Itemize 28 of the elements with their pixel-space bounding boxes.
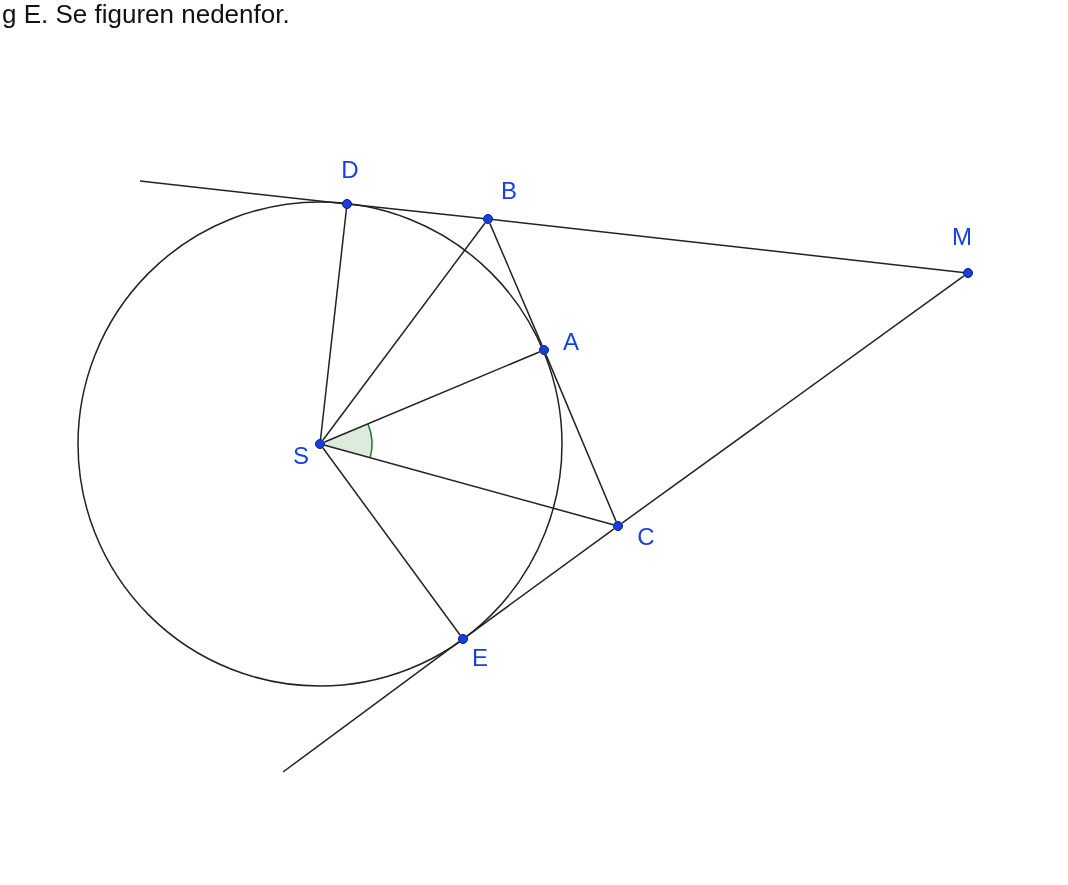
line-segment xyxy=(351,203,484,220)
line-segment xyxy=(322,447,461,636)
line-segment xyxy=(139,180,343,205)
point xyxy=(342,199,352,209)
line-segment xyxy=(319,208,348,440)
point-label: B xyxy=(501,179,517,203)
point xyxy=(963,268,973,278)
line-segment xyxy=(282,641,460,773)
line-segment xyxy=(466,528,615,637)
text-line: g E. Se figuren nedenfor. xyxy=(2,0,290,29)
point-label: E xyxy=(472,646,488,670)
line-segment xyxy=(324,444,614,526)
point-label: S xyxy=(293,444,309,468)
point-label: D xyxy=(341,158,359,182)
point xyxy=(458,634,468,644)
line-segment xyxy=(322,222,486,441)
line-segment xyxy=(621,275,965,524)
line-segment xyxy=(545,353,617,523)
line-segment xyxy=(323,351,541,443)
point-label: A xyxy=(563,330,579,354)
point-label: C xyxy=(637,525,655,549)
point xyxy=(483,214,493,224)
point xyxy=(315,439,325,449)
line-segment xyxy=(489,222,543,347)
line-segment xyxy=(492,218,964,274)
point xyxy=(613,521,623,531)
point-label: M xyxy=(952,225,972,249)
point xyxy=(539,345,549,355)
